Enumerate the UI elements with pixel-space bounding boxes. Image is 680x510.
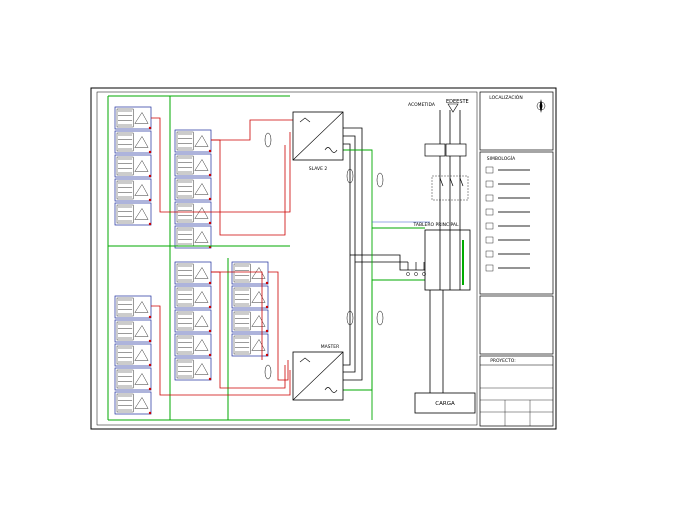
cable-bundle xyxy=(264,132,272,148)
pv-string-wire xyxy=(211,271,263,360)
cable-bundle xyxy=(376,310,384,326)
pv-module xyxy=(114,178,152,202)
cable-bundle xyxy=(346,310,354,326)
compass-icon xyxy=(536,99,546,113)
pv-module xyxy=(231,309,269,333)
pv-module xyxy=(114,130,152,154)
pv-module xyxy=(114,391,152,415)
simbologia-title: SIMBOLOGÍA xyxy=(487,155,516,162)
pv-array-group xyxy=(114,106,269,415)
acometida-label: ACOMETIDA xyxy=(408,102,436,108)
sheet-outer-border xyxy=(90,87,557,430)
pv-module xyxy=(231,333,269,357)
pv-module xyxy=(114,295,152,319)
proyecto-title: PROYECTO: xyxy=(490,358,516,364)
carga-label: CARGA xyxy=(435,401,455,407)
ac-wire xyxy=(362,254,425,271)
pv-module xyxy=(114,154,152,178)
panel-breakers xyxy=(406,262,426,276)
slave-inverter: SLAVE 2 xyxy=(292,111,344,172)
pv-string-wire xyxy=(211,139,286,236)
pv-module xyxy=(174,177,212,201)
tablero-label: TABLERO PRINCIPAL xyxy=(412,222,459,228)
pv-module xyxy=(174,309,212,333)
meter-box xyxy=(424,143,446,157)
legend-group xyxy=(485,166,530,272)
main-breaker xyxy=(431,175,469,201)
legend-row xyxy=(485,194,530,202)
pv-module xyxy=(174,129,212,153)
pv-module xyxy=(174,357,212,381)
ac-wire xyxy=(343,127,363,381)
pv-string-wire xyxy=(151,117,291,213)
grid-connection: ACOMETIDA EDEESTE xyxy=(408,99,469,290)
sheet-inner-border xyxy=(96,91,478,426)
pv-module xyxy=(174,201,212,225)
pv-module xyxy=(174,225,212,249)
legend-row xyxy=(485,264,530,272)
cable-bundle xyxy=(346,168,354,184)
legend-row xyxy=(485,236,530,244)
cable-bundle xyxy=(376,172,384,188)
pv-module xyxy=(114,202,152,226)
legend-row xyxy=(485,180,530,188)
main-panel: TABLERO PRINCIPAL xyxy=(406,222,471,291)
cable-bundle xyxy=(264,364,272,380)
pv-module xyxy=(174,153,212,177)
pv-module xyxy=(231,285,269,309)
pv-module xyxy=(174,261,212,285)
master-inverter: MASTER xyxy=(292,344,344,401)
pv-module xyxy=(114,343,152,367)
legend-row xyxy=(485,166,530,174)
master-label: MASTER xyxy=(321,344,340,350)
ac-wire xyxy=(343,143,351,366)
legend-row xyxy=(485,208,530,216)
pv-module xyxy=(231,261,269,285)
ac-wire xyxy=(343,135,356,373)
title-block: LOCALIZACIÓN SIMBOLOGÍA PROYECTO: xyxy=(479,91,554,427)
wiring-group xyxy=(107,95,444,421)
pv-module xyxy=(174,333,212,357)
slave-label: SLAVE 2 xyxy=(309,166,328,172)
legend-row xyxy=(485,250,530,258)
edeeste-label: EDEESTE xyxy=(446,99,469,105)
pv-module xyxy=(174,285,212,309)
pv-module xyxy=(114,106,152,130)
pv-string-wire xyxy=(151,305,291,396)
load-box: CARGA xyxy=(414,392,476,414)
ground-run xyxy=(343,149,425,229)
pv-string-wire xyxy=(211,119,293,141)
pv-string-wire xyxy=(268,271,289,381)
pv-module xyxy=(114,319,152,343)
legend-row xyxy=(485,222,530,230)
localizacion-title: LOCALIZACIÓN xyxy=(489,94,522,101)
pv-module xyxy=(114,367,152,391)
